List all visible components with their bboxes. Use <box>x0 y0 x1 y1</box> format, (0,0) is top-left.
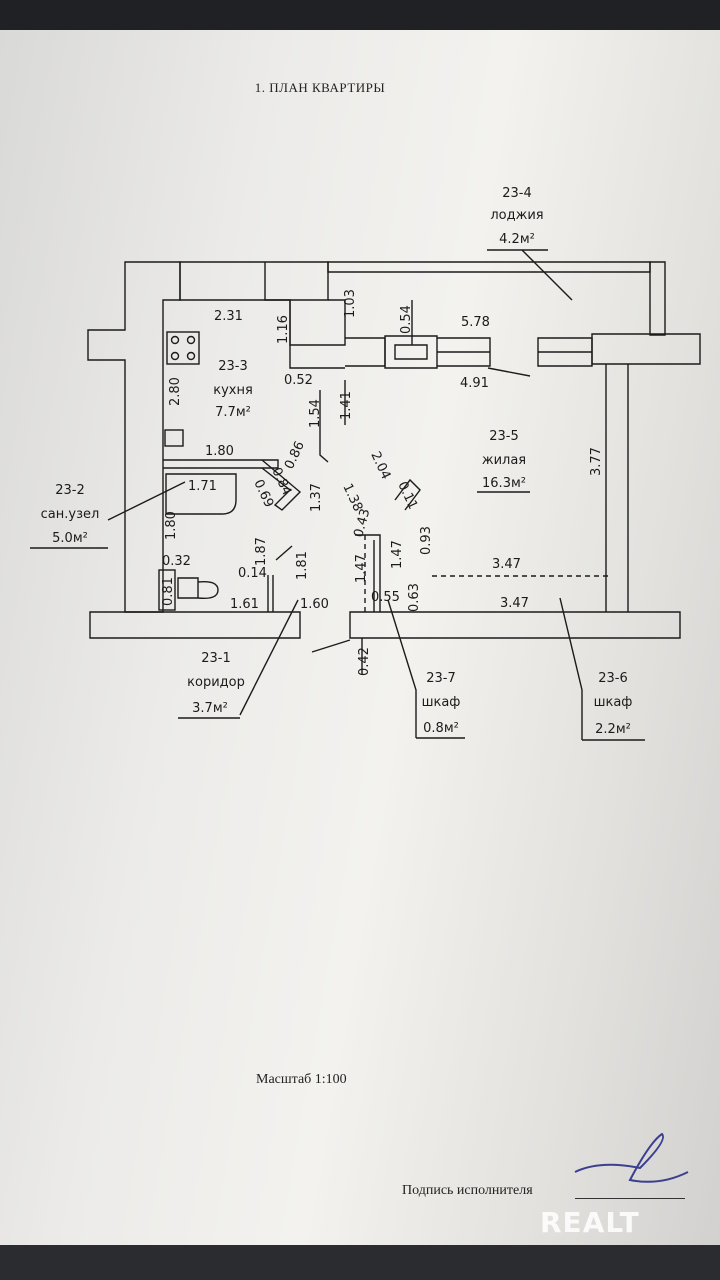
kitchen-right-pier <box>289 300 345 369</box>
dim-label: 0.93 <box>419 526 434 555</box>
leader-corridor <box>239 599 299 716</box>
room-area-corridor: 3.7м² <box>192 701 228 716</box>
dim-label: 0.81 <box>161 577 176 606</box>
loggia-right-wall <box>649 261 666 336</box>
room-area-kitchen: 7.7м² <box>215 405 251 420</box>
dim-label: 0.86 <box>282 439 308 472</box>
top-wall-kitchen <box>179 261 329 301</box>
dim-label: 1.81 <box>295 551 310 580</box>
dim-label: 1.80 <box>205 444 234 459</box>
dim-label: 0.63 <box>407 583 422 612</box>
door-swing-entry <box>311 639 351 653</box>
room-name-loggia: лоджия <box>490 208 543 223</box>
leader-closet6 <box>559 597 583 740</box>
dim-label: 5.78 <box>461 315 490 330</box>
closet-partition <box>355 534 381 612</box>
dim-label: 1.60 <box>300 597 329 612</box>
room-id-closet-7: 23-7 <box>426 671 456 686</box>
dim-label: 1.16 <box>276 315 291 344</box>
room-area-closet-6: 2.2м² <box>595 722 631 737</box>
toilet-icon <box>177 577 219 600</box>
dim-label: 0.42 <box>357 647 372 676</box>
room-id-loggia: 23-4 <box>502 186 532 201</box>
dim-label: 0.32 <box>162 554 191 569</box>
dim-label: 1.03 <box>343 289 358 318</box>
watermark-logo: REALT <box>540 1206 640 1239</box>
diagonal-partition <box>261 459 302 511</box>
living-right-wall <box>605 364 629 612</box>
signature-line <box>575 1198 685 1199</box>
dim-label: 1.37 <box>309 483 324 512</box>
background-strip <box>0 1245 720 1280</box>
leader-491 <box>487 367 531 377</box>
column-stub <box>319 390 329 463</box>
dim-label: 0.54 <box>399 305 414 334</box>
facade-window-b <box>437 337 491 367</box>
facade-wall-right <box>591 333 701 365</box>
room-id-closet-6: 23-6 <box>598 671 628 686</box>
dim-label: 0.69 <box>250 477 276 510</box>
dim-label: 2.31 <box>214 309 243 324</box>
dim-label: 0.55 <box>371 590 400 605</box>
pipe-shaft <box>158 569 176 611</box>
dim-label: 4.91 <box>460 376 489 391</box>
bath-corridor-partition <box>267 575 274 612</box>
dim-label: 3.47 <box>500 596 529 611</box>
dim-label: 2.04 <box>367 449 393 482</box>
dim-label: 1.71 <box>188 479 217 494</box>
document-title: 1. ПЛАН КВАРТИРЫ <box>254 80 386 95</box>
signature-label: Подпись исполнителя <box>402 1183 533 1198</box>
dim-label: 1.87 <box>254 537 269 566</box>
dim-label: 1.47 <box>354 554 369 583</box>
loggia-top <box>327 261 651 273</box>
room-name-corridor: коридор <box>187 675 245 690</box>
room-name-living: жилая <box>482 453 526 468</box>
room-name-bathroom: сан.узел <box>41 507 100 522</box>
facade-wall-a <box>345 337 386 367</box>
dim-label: 3.77 <box>589 447 604 476</box>
room-area-closet-7: 0.8м² <box>423 721 459 736</box>
sink-icon <box>164 429 184 447</box>
door-swing-corridor <box>275 545 293 561</box>
dim-label: 1.41 <box>339 391 354 420</box>
living-partition-diag <box>394 478 421 511</box>
facade-window-c <box>537 337 593 367</box>
room-name-closet-7: шкаф <box>422 695 461 710</box>
dim-label: 0.43 <box>351 507 373 539</box>
room-name-kitchen: кухня <box>213 383 253 398</box>
dim-label: 0.52 <box>284 373 313 388</box>
leader-closet7 <box>387 599 417 738</box>
facade-window-a <box>384 335 438 369</box>
scale-label: Масштаб 1:100 <box>256 1072 347 1087</box>
leader-sanuzel <box>107 481 186 521</box>
dim-label: 1.61 <box>230 597 259 612</box>
room-name-closet-6: шкаф <box>594 695 633 710</box>
room-id-corridor: 23-1 <box>201 651 231 666</box>
dim-label: 0.14 <box>238 566 267 581</box>
bottom-wall-right <box>349 611 681 639</box>
dim-label: 1.47 <box>390 540 405 569</box>
bathtub-icon <box>165 473 237 515</box>
dim-label: 3.47 <box>492 557 521 572</box>
room-area-loggia: 4.2м² <box>499 232 535 247</box>
leader-loggia <box>521 249 573 301</box>
kitchen-bath-partition <box>163 459 279 469</box>
handwritten-signature <box>574 1132 689 1183</box>
stove-icon <box>166 331 200 365</box>
room-area-living: 16.3м² <box>482 476 526 491</box>
room-id-bathroom: 23-2 <box>55 483 85 498</box>
dim-label: 1.80 <box>164 511 179 540</box>
room-id-kitchen: 23-3 <box>218 359 248 374</box>
room-area-bathroom: 5.0м² <box>52 531 88 546</box>
room-id-living: 23-5 <box>489 429 519 444</box>
dim-label: 2.80 <box>168 377 183 406</box>
dim-label: 1.54 <box>308 399 323 428</box>
bottom-wall-left <box>89 611 301 639</box>
